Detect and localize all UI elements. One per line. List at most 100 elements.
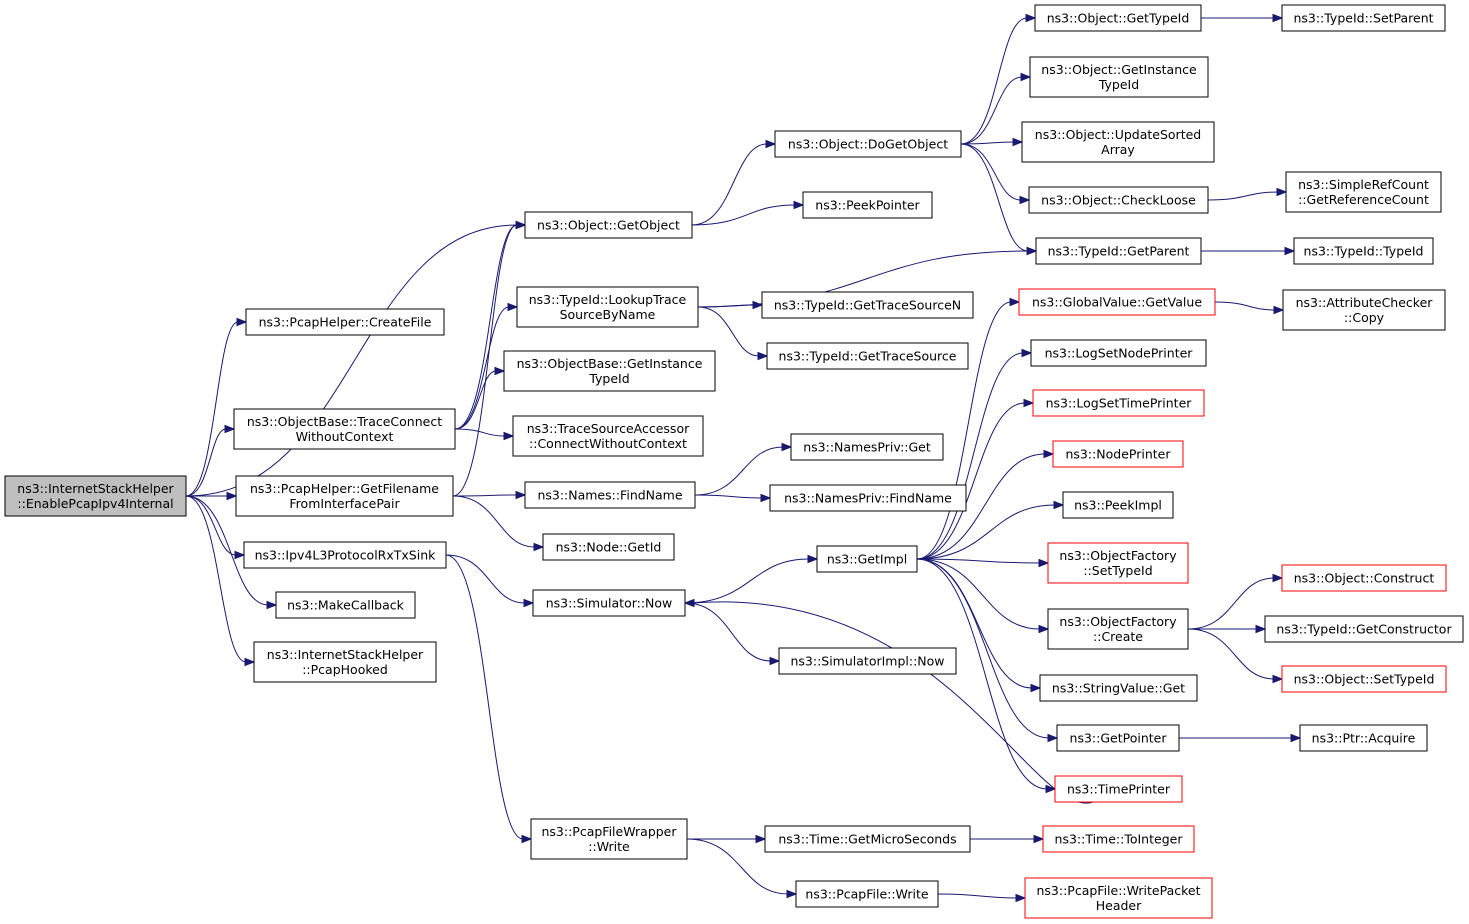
node-box xyxy=(530,818,688,860)
node-typeidgetparent[interactable]: ns3::TypeId::GetParent xyxy=(1035,237,1202,265)
node-tsaconnect[interactable]: ns3::TraceSourceAccessor::ConnectWithout… xyxy=(512,415,704,457)
call-edge xyxy=(960,143,1029,252)
node-box xyxy=(503,350,716,392)
node-stringvalueget[interactable]: ns3::StringValue::Get xyxy=(1039,674,1198,702)
node-ptracquire[interactable]: ns3::Ptr::Acquire xyxy=(1299,724,1428,752)
arrowhead xyxy=(1045,784,1057,794)
node-objconstruct[interactable]: ns3::Object::Construct xyxy=(1281,564,1447,592)
node-label: ns3::InternetStackHelper xyxy=(17,481,174,496)
node-box xyxy=(1039,674,1198,702)
node-gettracesourcen[interactable]: ns3::TypeId::GetTraceSourceN xyxy=(761,291,974,319)
node-pcapfilewrite[interactable]: ns3::PcapFile::Write xyxy=(795,880,939,908)
node-getimpl[interactable]: ns3::GetImpl xyxy=(816,545,918,573)
node-ofcreate[interactable]: ns3::ObjectFactory::Create xyxy=(1047,608,1189,650)
node-pfwwrite[interactable]: ns3::PcapFileWrapper::Write xyxy=(530,818,688,860)
arrowhead xyxy=(503,431,515,441)
node-simplerefcount[interactable]: ns3::SimpleRefCount::GetReferenceCount xyxy=(1285,171,1442,213)
node-getmicro[interactable]: ns3::Time::GetMicroSeconds xyxy=(764,825,971,853)
call-edge xyxy=(916,352,1024,560)
node-getpointer[interactable]: ns3::GetPointer xyxy=(1056,724,1180,752)
node-globalvalue[interactable]: ns3::GlobalValue::GetValue xyxy=(1018,288,1216,316)
arrowhead xyxy=(1025,13,1037,23)
node-box xyxy=(1299,724,1428,752)
arrowhead xyxy=(533,542,545,552)
node-label: ns3::GetPointer xyxy=(1070,731,1168,746)
call-edge xyxy=(916,301,1012,560)
node-box xyxy=(1029,56,1209,98)
node-label: ns3::Simulator::Now xyxy=(546,596,673,611)
call-edge xyxy=(185,224,518,497)
node-label: ns3::TypeId::TypeId xyxy=(1304,244,1424,259)
node-dogetobject[interactable]: ns3::Object::DoGetObject xyxy=(774,130,962,158)
node-getfilename[interactable]: ns3::PcapHelper::GetFilenameFromInterfac… xyxy=(235,475,454,517)
node-peekimpl[interactable]: ns3::PeekImpl xyxy=(1062,491,1174,519)
arrowhead xyxy=(1023,398,1035,408)
node-label: ns3::Object::GetTypeId xyxy=(1047,11,1190,26)
call-edge xyxy=(692,601,1094,804)
call-edge xyxy=(684,602,772,662)
call-edge xyxy=(185,428,227,497)
node-label: ns3::PeekPointer xyxy=(815,198,920,213)
node-simnow[interactable]: ns3::Simulator::Now xyxy=(532,589,686,617)
arrowhead xyxy=(1043,449,1055,459)
node-box xyxy=(516,286,699,328)
node-objsettypeid[interactable]: ns3::Object::SetTypeId xyxy=(1281,665,1447,693)
node-gettracesource[interactable]: ns3::TypeId::GetTraceSource xyxy=(766,342,969,370)
node-box xyxy=(542,533,675,561)
node-box xyxy=(774,130,962,158)
arrowhead xyxy=(781,442,793,452)
node-ofsettypeid[interactable]: ns3::ObjectFactory::SetTypeId xyxy=(1047,542,1189,584)
node-box xyxy=(1047,608,1189,650)
node-typeidsetparent[interactable]: ns3::TypeId::SetParent xyxy=(1281,4,1446,32)
node-label: ns3::Time::GetMicroSeconds xyxy=(778,832,956,847)
node-createfile[interactable]: ns3::PcapHelper::CreateFile xyxy=(245,308,445,336)
node-peekpointer[interactable]: ns3::PeekPointer xyxy=(802,191,933,219)
node-box xyxy=(245,308,445,336)
node-getobject[interactable]: ns3::Object::GetObject xyxy=(524,211,693,239)
node-nodeprinter[interactable]: ns3::NodePrinter xyxy=(1052,440,1184,468)
call-edge xyxy=(452,495,536,548)
arrowhead xyxy=(266,600,278,610)
node-box xyxy=(790,433,944,461)
node-namesfind[interactable]: ns3::Names::FindName xyxy=(524,481,696,509)
node-root[interactable]: ns3::InternetStackHelper::EnablePcapIpv4… xyxy=(4,475,187,517)
node-nodegetid[interactable]: ns3::Node::GetId xyxy=(542,533,675,561)
node-label: ns3::NodePrinter xyxy=(1065,447,1171,462)
node-traceconnect[interactable]: ns3::ObjectBase::TraceConnectWithoutCont… xyxy=(233,408,456,450)
node-simimplnow[interactable]: ns3::SimulatorImpl::Now xyxy=(778,647,957,675)
node-typeidtypeid[interactable]: ns3::TypeId::TypeId xyxy=(1293,237,1434,265)
node-namesprivfind[interactable]: ns3::NamesPriv::FindName xyxy=(769,484,967,512)
node-lognodeprinter[interactable]: ns3::LogSetNodePrinter xyxy=(1030,339,1207,367)
node-timeprinter[interactable]: ns3::TimePrinter xyxy=(1054,775,1183,803)
node-timetointeger[interactable]: ns3::Time::ToInteger xyxy=(1042,825,1195,853)
node-box xyxy=(524,211,693,239)
node-label: ns3::Time::ToInteger xyxy=(1055,832,1184,847)
node-label: SourceByName xyxy=(560,307,656,322)
arrowhead xyxy=(769,656,781,666)
node-pcaphooked[interactable]: ns3::InternetStackHelper::PcapHooked xyxy=(253,641,437,683)
arrowhead xyxy=(1030,683,1042,693)
node-box xyxy=(769,484,967,512)
node-getconstructor[interactable]: ns3::TypeId::GetConstructor xyxy=(1264,615,1464,643)
node-logtimeprinter[interactable]: ns3::LogSetTimePrinter xyxy=(1032,389,1205,417)
call-edge xyxy=(694,494,763,499)
node-box xyxy=(1052,440,1184,468)
node-attrchecker[interactable]: ns3::AttributeChecker::Copy xyxy=(1282,289,1446,331)
node-ipv4l3[interactable]: ns3::Ipv4L3ProtocolRxTxSink xyxy=(243,541,447,569)
node-label: WithoutContext xyxy=(296,429,394,444)
node-box xyxy=(778,647,957,675)
node-label: ns3::TimePrinter xyxy=(1067,782,1171,797)
node-checkloose[interactable]: ns3::Object::CheckLoose xyxy=(1028,186,1209,214)
arrowhead xyxy=(752,300,764,310)
arrowhead xyxy=(494,366,506,376)
node-namesprivget[interactable]: ns3::NamesPriv::Get xyxy=(790,433,944,461)
node-label: FromInterfacePair xyxy=(289,496,400,511)
node-objgettypeid[interactable]: ns3::Object::GetTypeId xyxy=(1034,4,1202,32)
node-makecallback[interactable]: ns3::MakeCallback xyxy=(275,591,416,619)
arrowhead xyxy=(1272,573,1284,583)
